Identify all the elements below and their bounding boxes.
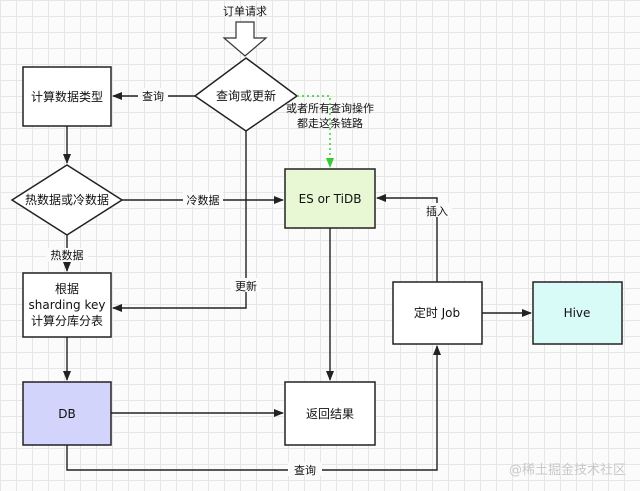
return-result-label: 返回结果	[306, 407, 354, 421]
note-line-2: 都走这条链路	[297, 116, 363, 130]
hot-or-cold-label: 热数据或冷数据	[25, 192, 109, 207]
edge-label-bg	[46, 248, 88, 262]
edge-label-cold: 冷数据	[187, 193, 220, 207]
sharding-line-2: sharding key	[29, 298, 106, 312]
edge-update-to-shard	[112, 131, 247, 312]
edge-label-update: 更新	[235, 279, 257, 293]
edge-job-to-es	[376, 194, 438, 282]
edge-label-bg	[138, 88, 168, 102]
entry-hollow-arrow	[222, 21, 268, 57]
sharding-box: 根据 sharding key 计算分库分表	[22, 272, 112, 338]
db-box: DB	[22, 381, 112, 446]
watermark: @稀土掘金技术社区	[509, 462, 626, 478]
edge-label-query-bottom: 查询	[294, 463, 316, 477]
hive-box: Hive	[532, 281, 623, 345]
hive-rect	[532, 281, 623, 345]
edge-label-bg	[183, 192, 223, 206]
compute-data-type-label: 计算数据类型	[31, 89, 103, 104]
edge-label-insert: 插入	[426, 204, 448, 218]
hot-or-cold-decision: 热数据或冷数据	[10, 164, 124, 236]
db-label: DB	[58, 407, 75, 421]
note-line-1: 或者所有查询操作	[286, 101, 374, 115]
hive-label: Hive	[564, 306, 591, 320]
timed-job-box: 定时 Job	[392, 281, 483, 345]
edge-label-bg	[288, 462, 322, 476]
es-tidb-box: ES or TiDB	[284, 168, 376, 229]
compute-data-type-box: 计算数据类型	[22, 66, 112, 127]
es-tidb-rect	[284, 168, 376, 229]
edge-label-bg	[420, 203, 452, 217]
timed-job-label: 定时 Job	[414, 305, 460, 320]
order-request-label: 订单请求	[223, 5, 267, 18]
edge-db-to-job	[66, 345, 441, 471]
query-or-update-label: 查询或更新	[216, 88, 276, 103]
edge-label-bg	[231, 278, 261, 292]
query-or-update-decision: 查询或更新	[193, 57, 299, 132]
edge-dotted-all-queries	[297, 95, 334, 168]
edge-label-hot: 热数据	[51, 248, 84, 262]
es-tidb-label: ES or TiDB	[299, 192, 362, 206]
edge-label-query: 查询	[142, 89, 164, 103]
return-result-box: 返回结果	[284, 381, 376, 446]
sharding-line-3: 计算分库分表	[31, 313, 103, 328]
sharding-line-1: 根据	[55, 282, 79, 296]
